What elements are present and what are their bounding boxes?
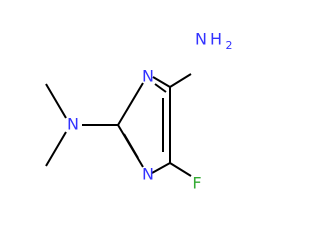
amine-subscript-label: 2 <box>226 39 233 52</box>
ring-nitrogen-bottom-label: N <box>142 165 154 184</box>
bond-n-methyl-upper <box>45 83 67 119</box>
bond-n1-c4 <box>152 76 171 88</box>
amine-hydrogen-label: H <box>210 30 222 49</box>
bond-n1-c4-inner <box>154 83 167 93</box>
amine-nitrogen-label: N <box>195 30 207 49</box>
bond-n3-c2-inner <box>123 133 139 159</box>
bond-c6-f <box>169 162 192 177</box>
dimethylamino-nitrogen-label: N <box>67 115 79 134</box>
bond-n-methyl-lower <box>45 131 67 167</box>
bond-c2-n1 <box>117 82 144 126</box>
bond-c4-nh2 <box>169 73 192 88</box>
bond-c5-n3 <box>151 162 171 174</box>
ring-nitrogen-top-label: N <box>142 67 154 86</box>
fluorine-label: F <box>192 174 201 193</box>
molecule-structure: N N N F N H 2 <box>45 30 233 193</box>
